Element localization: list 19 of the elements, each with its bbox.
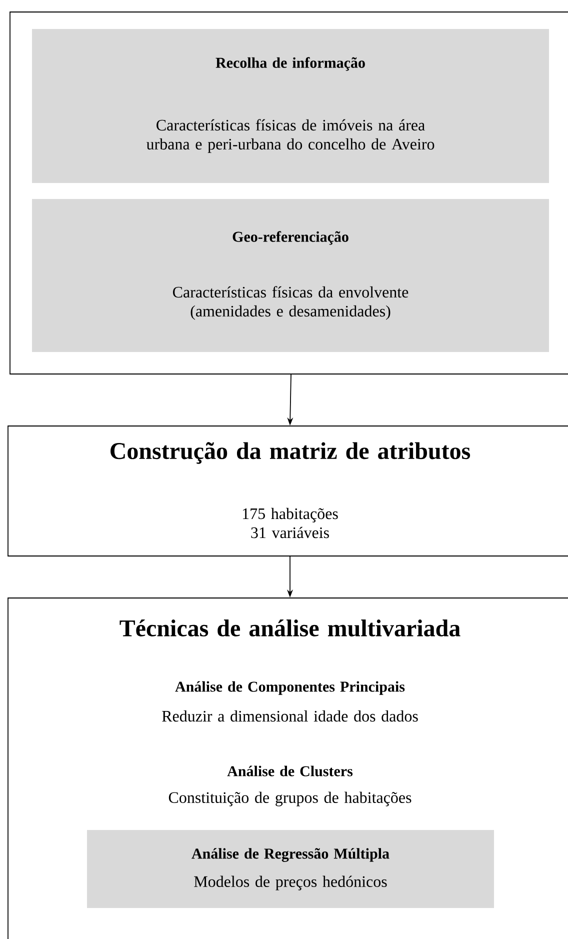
section-heading: Análise de Regressão Múltipla <box>192 848 390 862</box>
section-heading: Análise de Clusters <box>227 766 353 776</box>
section-heading: Geo-referenciação <box>232 231 348 245</box>
body-text: Características físicas da envolvente (amenidades e desamenidades) <box>173 286 408 320</box>
box-title: Técnicas de análise multivariada <box>120 620 460 636</box>
process-box <box>8 598 568 939</box>
body-text: Reduzir a dimensional idade dos dados <box>162 710 418 722</box>
body-text: Constituição de grupos de habitações <box>168 792 412 806</box>
process-box <box>8 426 568 556</box>
box-title: Construção da matriz de atributos <box>110 442 470 464</box>
frame-box <box>10 12 568 374</box>
shaded-box <box>32 199 549 352</box>
body-text: Características físicas de imóveis na área urbana e peri-urbana do concelho de Aveiro <box>146 119 434 153</box>
body-text: Modelos de preços hedónicos <box>194 876 387 890</box>
section-heading: Análise de Componentes Principais <box>175 681 405 695</box>
shaded-box <box>32 29 549 183</box>
section-heading: Recolha de informação <box>216 57 365 71</box>
body-text: 175 habitações 31 variáveis <box>242 508 338 538</box>
shaded-box <box>87 830 494 908</box>
